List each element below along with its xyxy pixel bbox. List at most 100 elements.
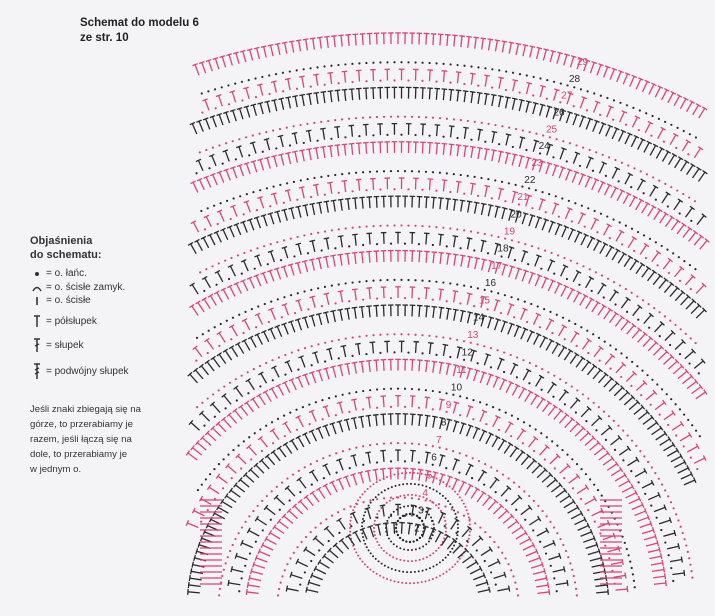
stitch-top (664, 573, 667, 580)
chain-dot (468, 523, 471, 526)
chain-dot (389, 169, 393, 173)
stitch-top (649, 520, 653, 527)
stitch-top (488, 316, 495, 320)
chain-dot (456, 493, 459, 496)
stitch-mark (530, 394, 538, 406)
stitch-top (432, 415, 438, 418)
chain-dot (527, 263, 530, 266)
stitch-mark (593, 240, 600, 252)
stitch-mark (536, 398, 544, 409)
stitch-mark (606, 106, 612, 118)
chain-dot (587, 351, 590, 355)
chain-dot (299, 491, 302, 494)
stitch-top (467, 311, 474, 314)
stitch-mark (653, 209, 661, 221)
chain-dot (288, 499, 291, 502)
chain-dot (442, 481, 445, 484)
chain-dot (639, 450, 642, 453)
row-number: 7 (436, 435, 442, 446)
stitch-top (236, 163, 243, 168)
stitch-top (491, 149, 497, 152)
chain-dot (315, 459, 319, 463)
stitch-top (593, 217, 600, 222)
chain-dot (490, 234, 493, 237)
stitch-top (569, 287, 576, 292)
stitch-top (441, 179, 448, 182)
stitch-top (643, 242, 650, 248)
chain-dot (459, 119, 462, 122)
chain-dot (510, 239, 514, 242)
stitch-top (219, 55, 226, 59)
chain-dot (362, 389, 365, 393)
chain-dot (279, 581, 282, 584)
chain-dot (521, 129, 524, 132)
stitch-mark (206, 361, 215, 372)
chain-dot (244, 310, 247, 313)
legend-label-sc: = o. ścisłe (46, 295, 91, 306)
stitch-top (222, 348, 229, 353)
chain-dot (503, 351, 506, 354)
stitch-mark (389, 468, 392, 480)
chain-dot (599, 532, 602, 535)
chain-dot (445, 172, 448, 175)
chain-dot (379, 279, 382, 282)
chain-dot (552, 395, 555, 398)
stitch-top (689, 471, 694, 477)
stitch-mark (514, 268, 520, 280)
chain-dot (573, 581, 577, 584)
chain-dot (238, 313, 241, 316)
chain-dot (449, 190, 452, 194)
stitch-top (601, 282, 607, 287)
row-number: 10 (451, 382, 463, 393)
stitch-mark (238, 146, 244, 158)
chain-dot (229, 217, 232, 221)
chain-dot (231, 543, 234, 547)
chain-dot (445, 300, 448, 303)
stitch-mark (503, 443, 512, 454)
stitch-top (576, 290, 582, 295)
stitch-mark (283, 515, 294, 524)
stitch-mark (663, 444, 674, 452)
stitch-top (322, 463, 328, 467)
chain-dot (540, 388, 543, 391)
chain-dot (354, 117, 358, 120)
chain-dot (409, 582, 411, 585)
stitch-top (205, 58, 212, 63)
stitch-top (679, 363, 685, 369)
stitch-mark (598, 162, 605, 174)
stitch-mark (361, 528, 368, 540)
chain-dot (415, 514, 419, 518)
stitch-mark (548, 221, 554, 233)
stitch-mark (375, 360, 378, 372)
stitch-mark (491, 131, 496, 144)
stitch-top (588, 275, 595, 280)
stitch-top (505, 133, 512, 136)
stitch-top (303, 494, 309, 500)
stitch-mark (520, 328, 527, 340)
chain-dot (487, 178, 490, 181)
chain-dot (201, 333, 204, 336)
chain-dot (286, 563, 289, 566)
stitch-top (345, 533, 351, 539)
stitch-mark (520, 251, 526, 263)
stitch-top (268, 307, 274, 311)
stitch-mark (647, 271, 655, 282)
stitch-mark (578, 174, 584, 186)
stitch-mark (231, 325, 238, 337)
chain-dot (549, 520, 552, 523)
stitch-mark (283, 323, 289, 335)
chain-dot (614, 303, 617, 306)
stitch-mark (256, 217, 262, 229)
stitch-mark (425, 287, 428, 300)
stitch-mark (312, 38, 316, 50)
stitch-mark (654, 322, 663, 333)
chain-dot (365, 352, 368, 356)
chain-dot (658, 179, 661, 182)
stitch-mark (453, 236, 457, 248)
stitch-mark (534, 255, 540, 267)
stitch-top (320, 90, 327, 94)
stitch-top (246, 276, 253, 280)
stitch-mark (215, 231, 222, 243)
stitch-mark (375, 414, 378, 427)
stitch-mark (558, 414, 568, 424)
